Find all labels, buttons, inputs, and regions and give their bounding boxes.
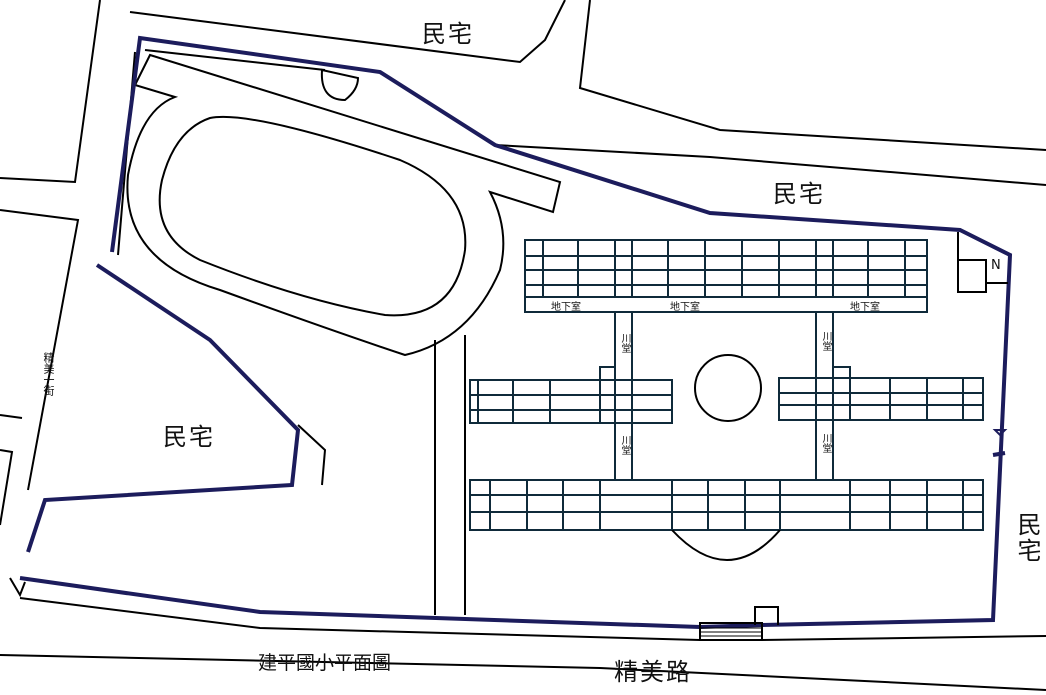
residence-label-right: 民宅 <box>1013 512 1041 564</box>
corridor-label: 川堂 <box>619 333 630 353</box>
street-label-jingmei-1st: 精美一街 <box>42 352 55 396</box>
stage <box>320 68 360 102</box>
buildings <box>469 232 1008 641</box>
top-building <box>524 239 928 313</box>
sports-track <box>126 53 562 357</box>
left-road-edge <box>0 0 101 184</box>
upper-right-road-edge-lower <box>494 144 1046 186</box>
left-lot-edge <box>297 424 327 486</box>
residence-label-upper-right: 民宅 <box>773 180 825 208</box>
corridor-right <box>815 311 834 481</box>
top-road-edge <box>129 0 566 64</box>
middle-right-building <box>778 377 984 421</box>
map-title: 建平國小平面圖 <box>258 652 392 674</box>
front-stage <box>671 529 781 561</box>
bottom-road-edge-2 <box>761 635 1046 641</box>
street-label-jingmei-road: 精美路 <box>614 658 692 686</box>
basement-label: 地下室 <box>670 302 700 313</box>
left-road-edge-2 <box>0 209 80 491</box>
residence-label-left: 民宅 <box>163 423 215 451</box>
bottom-road-edge <box>19 597 701 641</box>
left-road-edge-3 <box>0 414 23 419</box>
track-outer <box>126 53 562 357</box>
side-gate-top <box>992 429 1008 437</box>
bottom-kiosk <box>754 606 779 625</box>
top-road-edge-lower <box>144 49 326 71</box>
track-inner <box>158 115 467 317</box>
corridor-label: 川堂 <box>820 331 831 351</box>
basement-label: 地下室 <box>850 302 880 313</box>
school-boundary <box>19 35 1013 630</box>
left-corner <box>9 577 26 598</box>
north-indicator: N <box>991 258 1001 273</box>
side-gate-bottom <box>992 451 1006 457</box>
corridor-label: 川堂 <box>820 433 831 453</box>
left-road-edge-4 <box>0 449 14 526</box>
corridor-label: 川堂 <box>619 435 630 455</box>
guard-house <box>957 259 987 293</box>
bottom-building <box>469 479 984 531</box>
middle-left-building <box>469 379 673 424</box>
bottom-road-edge-3 <box>0 654 1046 691</box>
basement-label: 地下室 <box>551 302 581 313</box>
upper-right-road-edge <box>578 0 1046 151</box>
residence-label-top: 民宅 <box>422 20 474 48</box>
central-circle <box>694 354 762 422</box>
